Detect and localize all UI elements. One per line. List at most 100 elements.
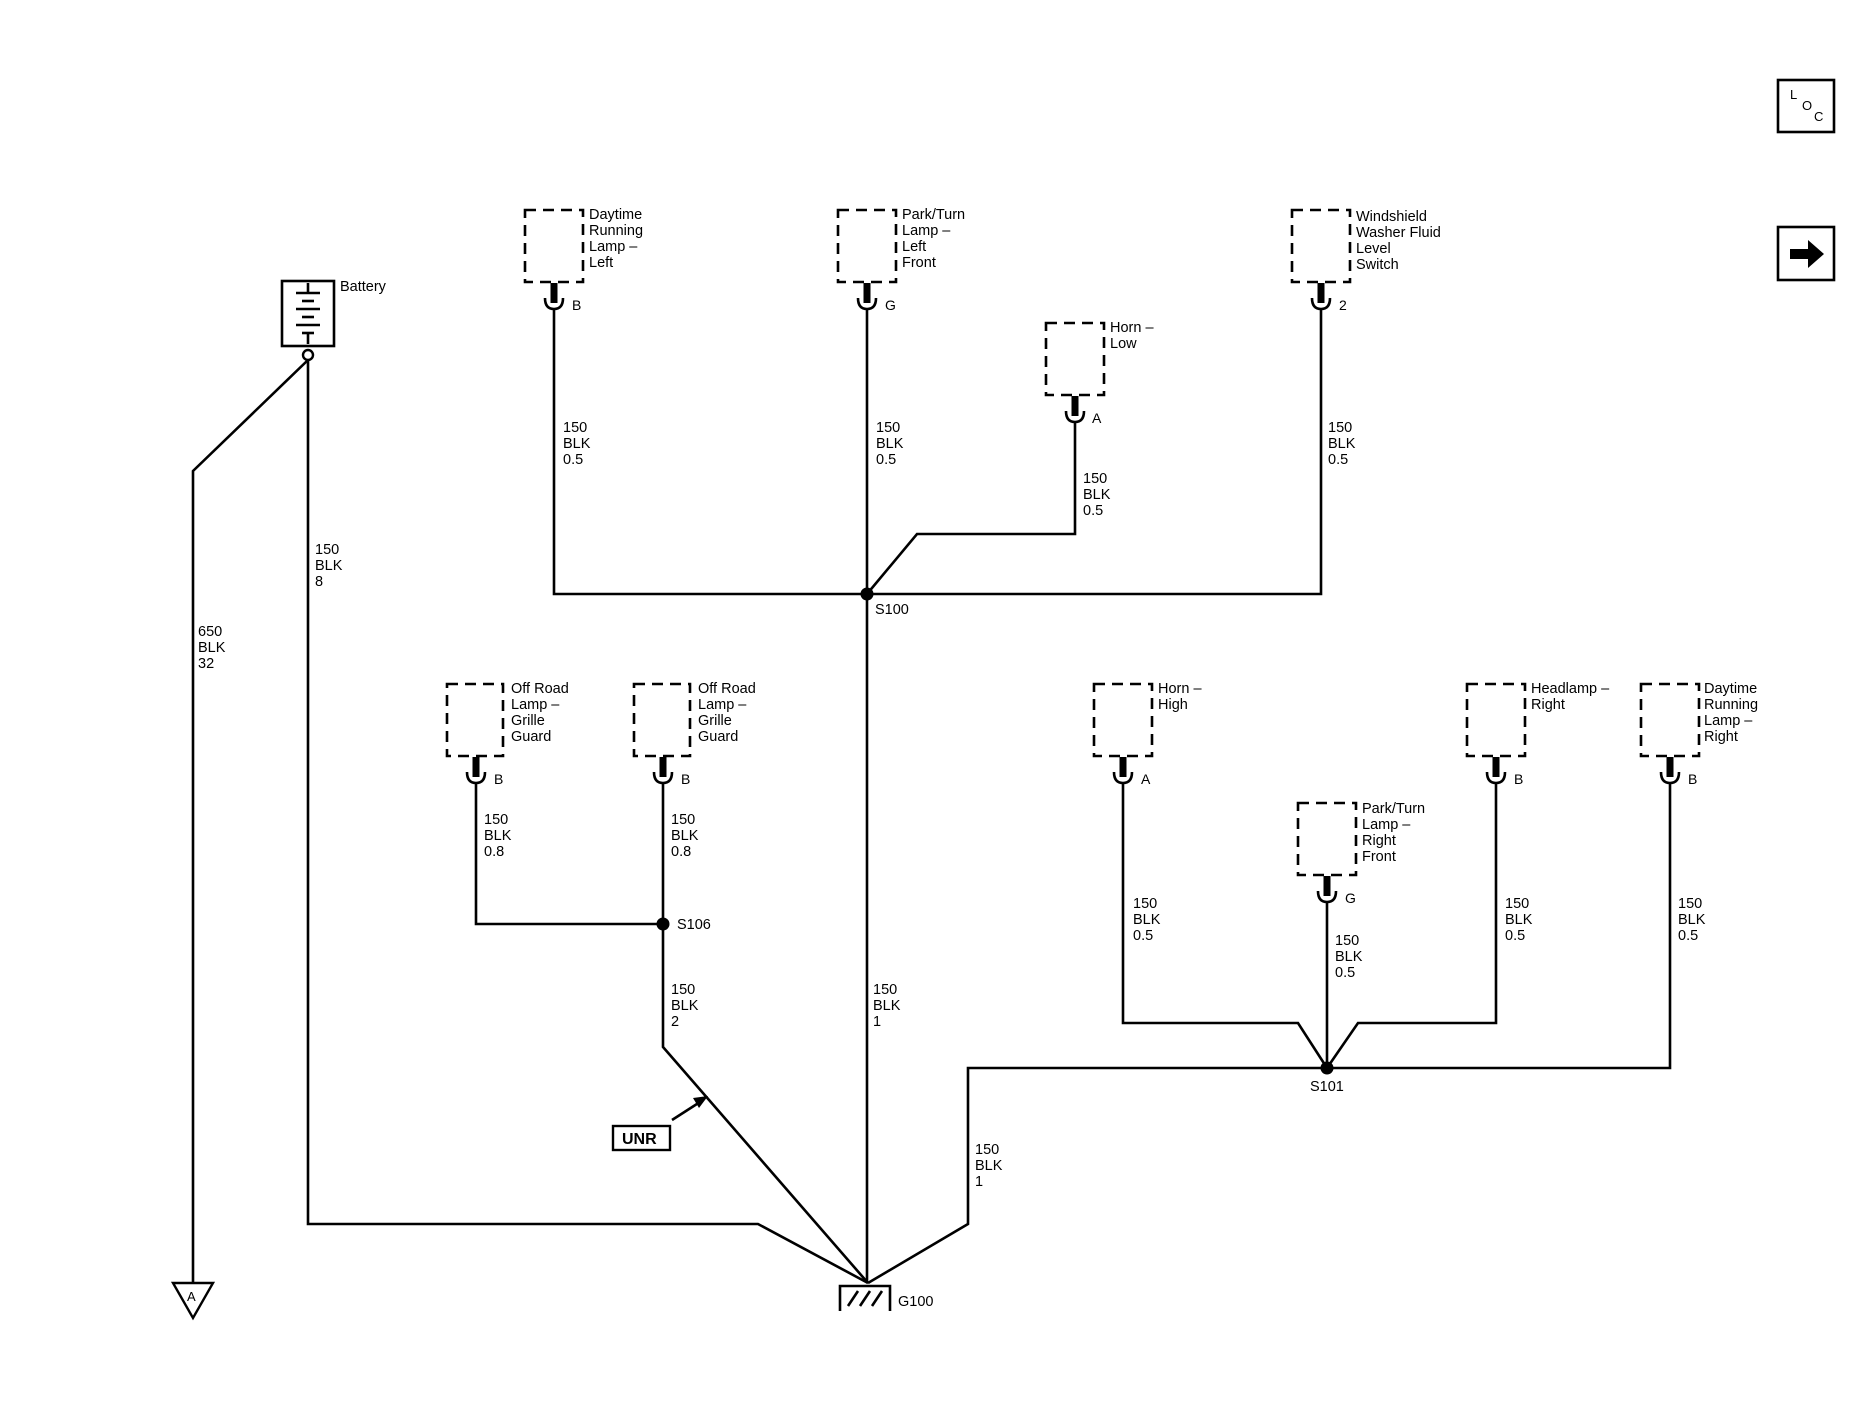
- next-page-button-frame: [1776, 225, 1836, 282]
- wire-label-park-turn-right: 150 BLK 0.5: [1335, 933, 1363, 981]
- arrow-right-icon: [1790, 240, 1824, 268]
- svg-text:UNR: UNR: [622, 1131, 657, 1148]
- svg-text:B: B: [572, 297, 581, 313]
- svg-text:150: 150: [484, 812, 508, 828]
- off-road-lamp-2-box: [632, 682, 692, 758]
- wire-label-s100-g100: 150 BLK 1: [873, 982, 901, 1030]
- svg-text:150: 150: [1083, 471, 1107, 487]
- svg-text:Horn –: Horn –: [1158, 681, 1202, 697]
- svg-text:Switch: Switch: [1356, 257, 1399, 273]
- pin-headlamp-right: B: [1485, 757, 1523, 787]
- svg-text:2: 2: [671, 1014, 679, 1030]
- svg-text:A: A: [1092, 410, 1102, 426]
- off-road-lamp-1-box: [445, 682, 505, 758]
- wire-label-battery-g100: 150 BLK 8: [315, 542, 343, 590]
- component-off-road-lamp-1: Off Road Lamp – Grille Guard: [445, 681, 569, 758]
- svg-text:BLK: BLK: [1335, 949, 1363, 965]
- svg-text:650: 650: [198, 624, 222, 640]
- wire-label-s106-g100: 150 BLK 2: [671, 982, 699, 1030]
- pin-washer-switch: 2: [1310, 283, 1347, 313]
- location-button[interactable]: L O C: [1776, 78, 1836, 134]
- wire-label-off-road-2: 150 BLK 0.8: [671, 812, 699, 860]
- svg-text:Left: Left: [902, 239, 926, 255]
- svg-text:B: B: [1514, 771, 1523, 787]
- svg-text:150: 150: [1505, 896, 1529, 912]
- component-headlamp-right: Headlamp – Right: [1465, 681, 1610, 758]
- svg-text:Right: Right: [1704, 729, 1738, 745]
- pin-horn-low: A: [1064, 396, 1102, 426]
- svg-text:Lamp –: Lamp –: [589, 239, 638, 255]
- horn-low-box: [1044, 321, 1106, 397]
- svg-text:BLK: BLK: [1678, 912, 1706, 928]
- component-drl-right: Daytime Running Lamp – Right: [1639, 681, 1758, 758]
- svg-text:BLK: BLK: [1133, 912, 1161, 928]
- svg-text:Off Road: Off Road: [698, 681, 756, 697]
- splice-s101: [1320, 1061, 1334, 1075]
- svg-text:Daytime: Daytime: [589, 207, 642, 223]
- connector-a-label: A: [187, 1289, 196, 1304]
- svg-text:0.8: 0.8: [484, 844, 504, 860]
- svg-text:Windshield: Windshield: [1356, 209, 1427, 225]
- park-turn-left-box: [836, 208, 898, 284]
- svg-text:150: 150: [975, 1142, 999, 1158]
- svg-text:G: G: [1345, 890, 1356, 906]
- wire-s100-bus: [552, 309, 1323, 596]
- wire-horn-low-to-s100: [866, 422, 1077, 595]
- pin-horn-high: A: [1112, 757, 1151, 787]
- svg-text:Park/Turn: Park/Turn: [1362, 801, 1425, 817]
- svg-text:150: 150: [1133, 896, 1157, 912]
- next-page-button[interactable]: [1776, 225, 1836, 282]
- svg-text:1: 1: [975, 1174, 983, 1190]
- svg-text:0.5: 0.5: [1678, 928, 1698, 944]
- svg-text:Guard: Guard: [511, 729, 551, 745]
- wire-battery-to-g100: [306, 360, 869, 1285]
- component-off-road-lamp-2: Off Road Lamp – Grille Guard: [632, 681, 756, 758]
- svg-text:Running: Running: [1704, 697, 1758, 713]
- battery-label: Battery: [340, 279, 387, 295]
- svg-text:2: 2: [1339, 297, 1347, 313]
- battery-box: [280, 279, 336, 348]
- ground-g100: G100: [838, 1284, 933, 1311]
- component-horn-low: Horn – Low: [1044, 320, 1154, 397]
- wire-headlamp-right-to-s101: [1325, 783, 1498, 1069]
- unr-tag-box: [611, 1124, 672, 1152]
- wire-label-headlamp-right: 150 BLK 0.5: [1505, 896, 1533, 944]
- ground-g100-label: G100: [898, 1294, 933, 1310]
- svg-text:0.5: 0.5: [1335, 965, 1355, 981]
- svg-text:Lamp –: Lamp –: [698, 697, 747, 713]
- svg-text:A: A: [1141, 771, 1151, 787]
- svg-text:150: 150: [671, 812, 695, 828]
- wire-label-horn-high: 150 BLK 0.5: [1133, 896, 1161, 944]
- loc-letter-o: O: [1802, 98, 1812, 113]
- svg-text:Off Road: Off Road: [511, 681, 569, 697]
- svg-text:Left: Left: [589, 255, 613, 271]
- unr-arrow-icon: [671, 1100, 701, 1122]
- svg-text:0.5: 0.5: [876, 452, 896, 468]
- battery: Battery: [280, 279, 387, 362]
- component-drl-left: Daytime Running Lamp – Left: [523, 207, 643, 284]
- splice-s106: [656, 917, 670, 931]
- svg-text:Guard: Guard: [698, 729, 738, 745]
- drl-right-box: [1639, 682, 1701, 758]
- loc-letter-c: C: [1814, 109, 1823, 124]
- svg-text:Park/Turn: Park/Turn: [902, 207, 965, 223]
- connector-triangle-icon: [170, 1281, 216, 1321]
- svg-text:0.5: 0.5: [1083, 503, 1103, 519]
- svg-text:Right: Right: [1362, 833, 1396, 849]
- svg-text:150: 150: [1335, 933, 1359, 949]
- pin-park-turn-left: G: [856, 283, 896, 313]
- svg-text:High: High: [1158, 697, 1188, 713]
- svg-text:150: 150: [873, 982, 897, 998]
- svg-text:BLK: BLK: [1505, 912, 1533, 928]
- loc-letter-l: L: [1790, 87, 1797, 102]
- horn-high-box: [1092, 682, 1154, 758]
- wire-label-off-road-1: 150 BLK 0.8: [484, 812, 512, 860]
- svg-text:0.5: 0.5: [1328, 452, 1348, 468]
- svg-text:B: B: [681, 771, 690, 787]
- svg-text:Level: Level: [1356, 241, 1391, 257]
- svg-text:1: 1: [873, 1014, 881, 1030]
- wire-s101-to-g100: [867, 783, 1672, 1285]
- svg-text:Grille: Grille: [698, 713, 732, 729]
- pin-off-road-1: B: [465, 757, 503, 787]
